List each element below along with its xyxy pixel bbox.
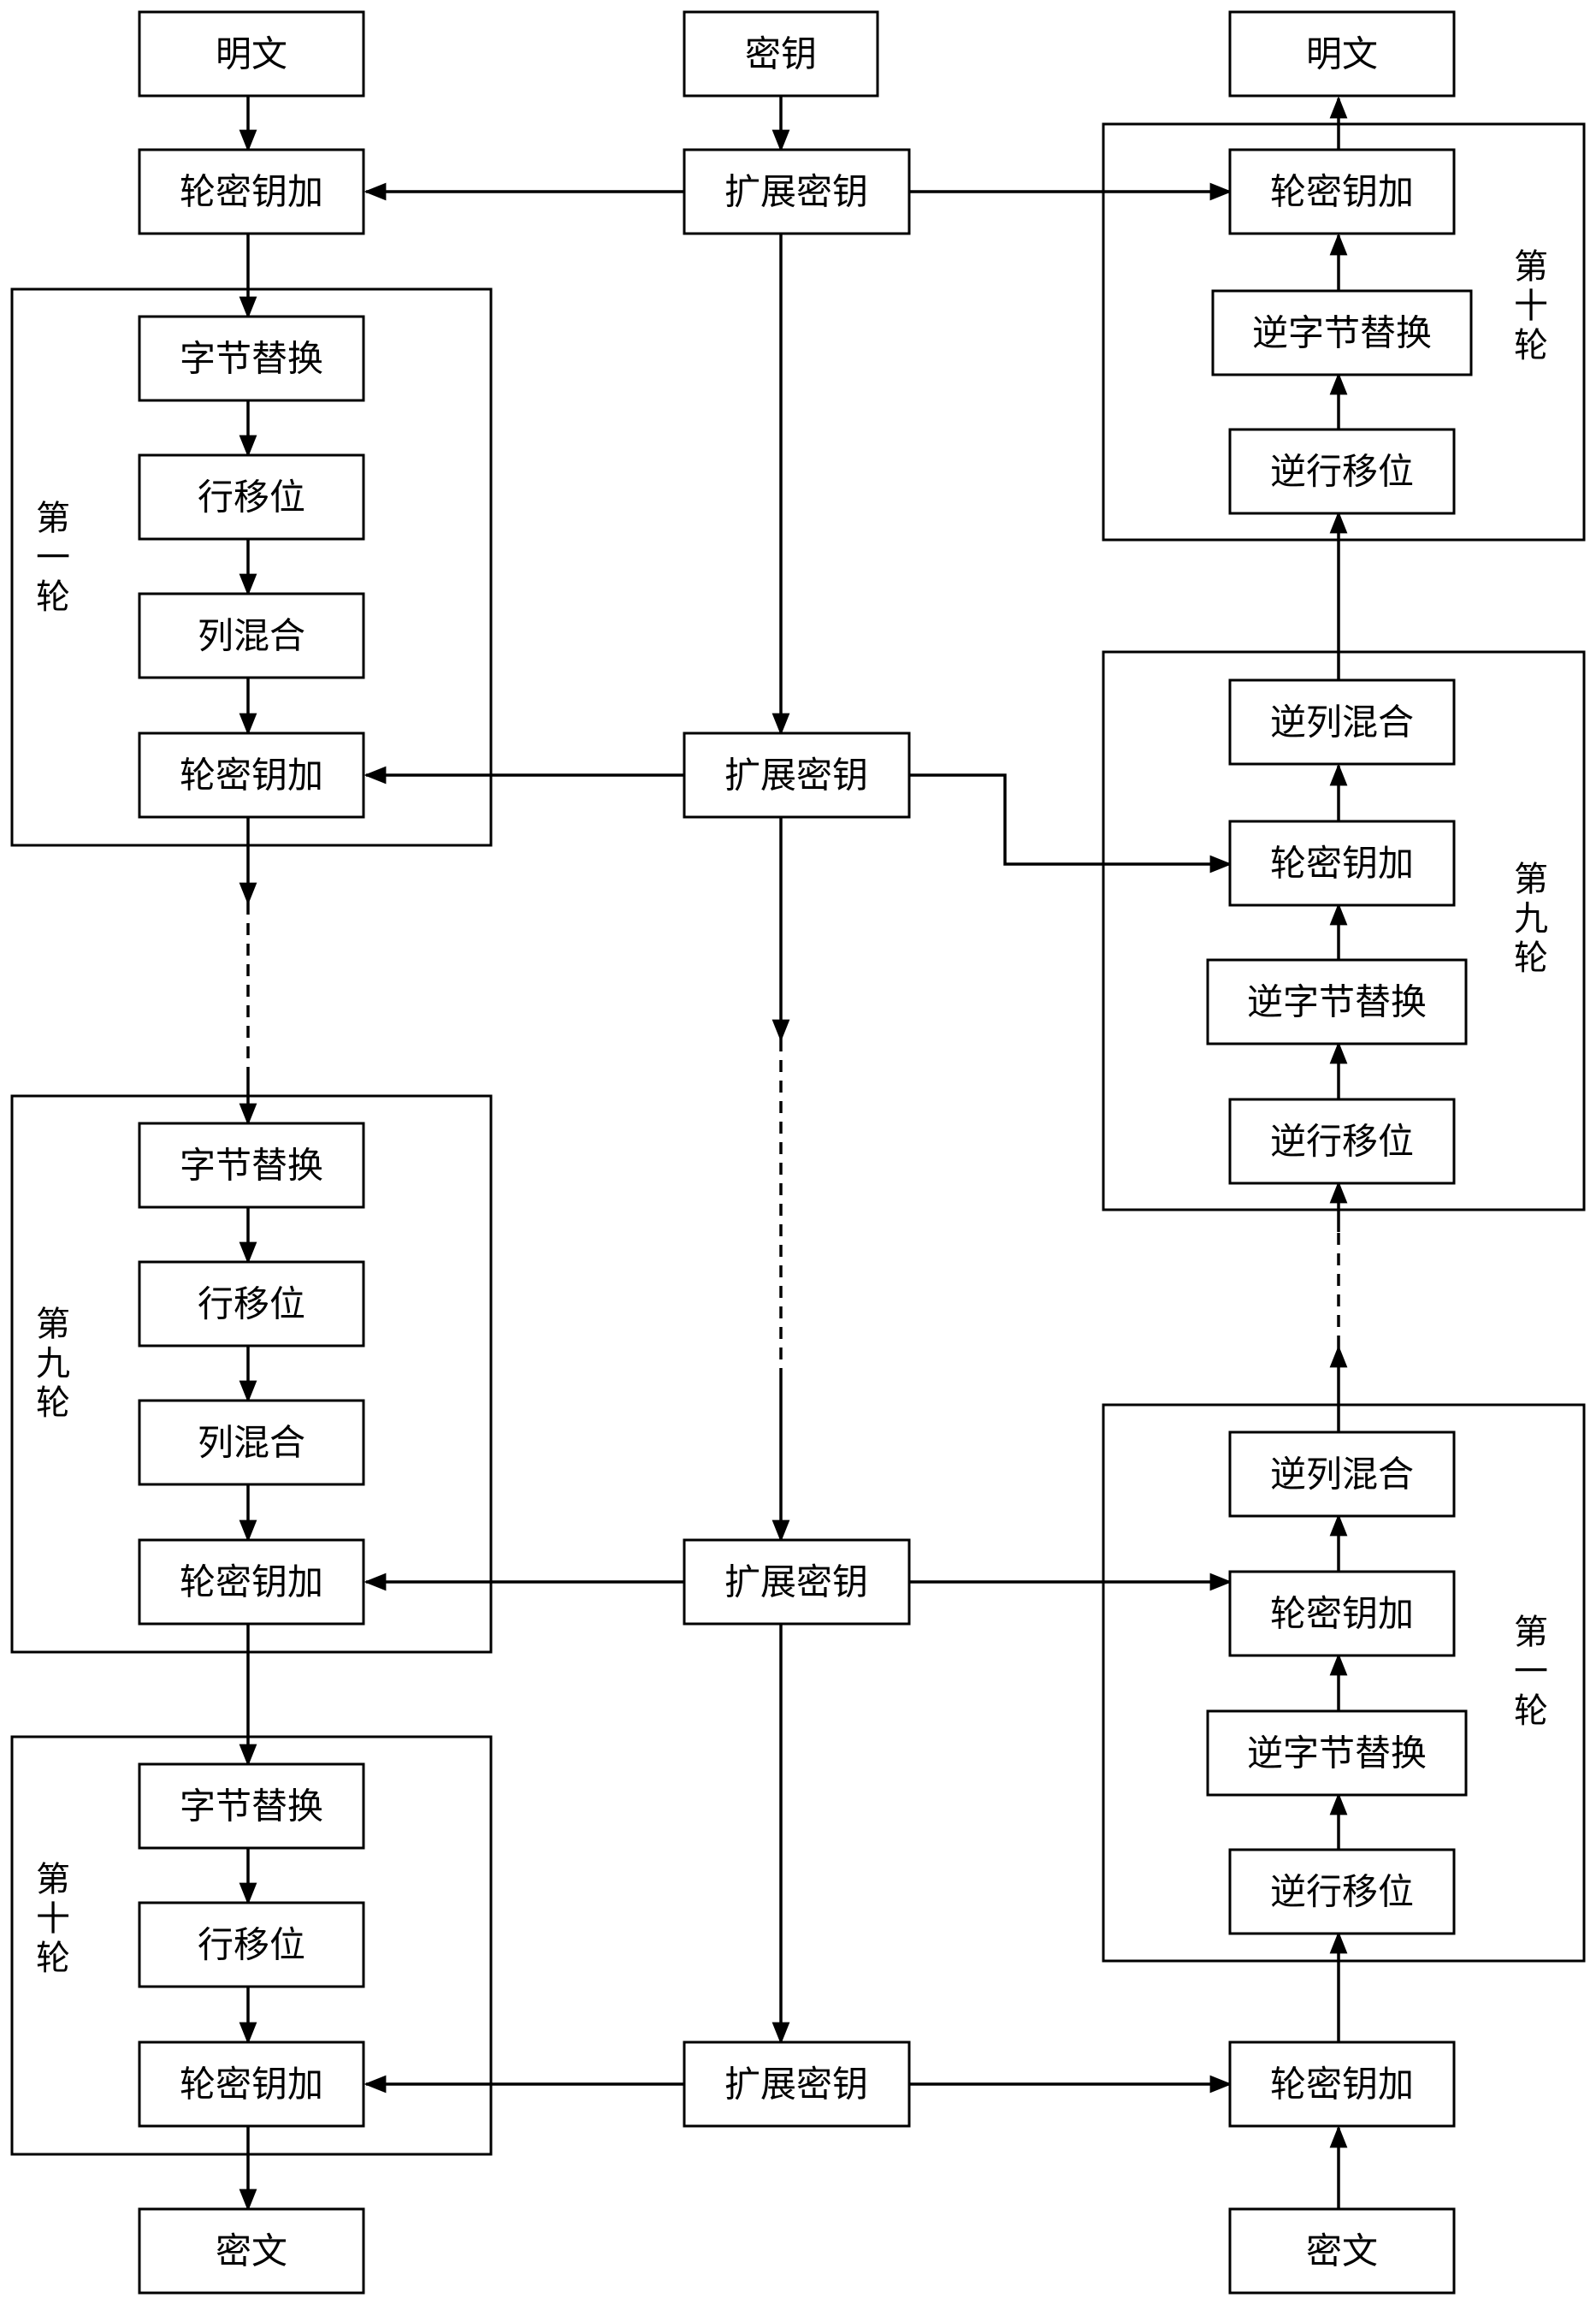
enc-round-10-char-1: 第 [36,1860,70,1899]
dec-round-9-char-2: 九 [1514,899,1548,939]
enc-r10-shiftrows-label: 行移位 [198,1924,305,1966]
enc-ciphertext-label: 密文 [216,2230,287,2272]
enc-round-9-char-3: 轮 [36,1383,70,1423]
dec-r9-invmixcolumns-box: 逆列混合 [1230,680,1454,764]
enc-initial-add-label: 轮密钥加 [180,171,323,213]
expanded-key-box-0: 扩展密钥 [684,150,909,234]
dec-r10-invshiftrows-label: 逆行移位 [1270,451,1414,493]
enc-r9-subbytes-label: 字节替换 [180,1145,323,1187]
dec-r10-addkey-box: 轮密钥加 [1230,150,1454,234]
dec-r9-invsubbytes-box: 逆字节替换 [1208,960,1466,1044]
key-box: 密钥 [684,12,878,96]
dec-plaintext-label: 明文 [1306,33,1378,75]
expanded-key-label-0: 扩展密钥 [724,171,868,213]
enc-r9-mixcolumns-box: 列混合 [139,1401,364,1484]
enc-r9-subbytes-box: 字节替换 [139,1123,364,1207]
expanded-key-label-10: 扩展密钥 [724,2064,868,2106]
dec-round-1-label: 第 一 轮 [1514,1613,1548,1731]
enc-r9-addkey-label: 轮密钥加 [180,1561,323,1603]
enc-r1-shiftrows-box: 行移位 [139,455,364,539]
enc-round-1-char-2: 一 [36,538,70,577]
enc-r1-subbytes-box: 字节替换 [139,317,364,400]
enc-round-1-char-1: 第 [36,499,70,538]
dec-r1-invsubbytes-label: 逆字节替换 [1247,1732,1427,1774]
enc-r1-subbytes-label: 字节替换 [180,338,323,380]
dec-r9-invmixcolumns-label: 逆列混合 [1270,702,1414,743]
enc-r9-shiftrows-label: 行移位 [198,1283,305,1325]
dec-r1-invsubbytes-box: 逆字节替换 [1208,1711,1466,1795]
enc-r1-shiftrows-label: 行移位 [198,477,305,518]
dec-r1-invshiftrows-box: 逆行移位 [1230,1850,1454,1934]
enc-plaintext-label: 明文 [216,33,287,75]
enc-r9-mixcolumns-label: 列混合 [198,1422,305,1464]
dec-round-10-char-1: 第 [1514,247,1548,287]
dec-ciphertext-box: 密文 [1230,2209,1454,2293]
enc-round-9-label: 第 九 轮 [36,1305,70,1423]
enc-r9-shiftrows-box: 行移位 [139,1262,364,1346]
enc-r1-mixcolumns-box: 列混合 [139,594,364,678]
expanded-key-box-10: 扩展密钥 [684,2042,909,2126]
dec-r9-invshiftrows-box: 逆行移位 [1230,1099,1454,1183]
dec-r10-invsubbytes-box: 逆字节替换 [1213,291,1471,375]
dec-r1-invshiftrows-label: 逆行移位 [1270,1871,1414,1913]
enc-round-10-char-3: 轮 [36,1939,70,1978]
enc-r9-addkey-box: 轮密钥加 [139,1540,364,1624]
enc-r1-addkey-label: 轮密钥加 [180,755,323,797]
dec-initial-add-box: 轮密钥加 [1230,2042,1454,2126]
enc-round-9-char-1: 第 [36,1305,70,1344]
dec-round-9-char-1: 第 [1514,860,1548,899]
enc-r10-addkey-label: 轮密钥加 [180,2064,323,2106]
enc-r10-subbytes-box: 字节替换 [139,1764,364,1848]
dec-r1-addkey-label: 轮密钥加 [1270,1593,1414,1635]
expanded-key-label-9: 扩展密钥 [724,1561,868,1603]
dec-round-1-char-2: 一 [1514,1652,1548,1691]
enc-ciphertext-box: 密文 [139,2209,364,2293]
enc-round-10-char-2: 十 [36,1899,70,1939]
enc-r10-shiftrows-box: 行移位 [139,1903,364,1987]
expanded-key-label-1: 扩展密钥 [724,755,868,797]
key-label: 密钥 [745,33,817,75]
enc-r10-addkey-box: 轮密钥加 [139,2042,364,2126]
dec-r9-addkey-label: 轮密钥加 [1270,843,1414,885]
dec-r10-invsubbytes-label: 逆字节替换 [1252,312,1432,354]
enc-plaintext-box: 明文 [139,12,364,96]
enc-initial-add-box: 轮密钥加 [139,150,364,234]
dec-round-1-char-3: 轮 [1514,1691,1548,1731]
dec-round-10-label: 第 十 轮 [1514,247,1548,365]
dec-r1-invmixcolumns-box: 逆列混合 [1230,1432,1454,1516]
dec-plaintext-box: 明文 [1230,12,1454,96]
enc-round-10-label: 第 十 轮 [36,1860,70,1978]
dec-r1-invmixcolumns-label: 逆列混合 [1270,1454,1414,1496]
dec-round-1-char-1: 第 [1514,1613,1548,1652]
enc-r1-mixcolumns-label: 列混合 [198,615,305,657]
dec-ciphertext-label: 密文 [1306,2230,1378,2272]
expanded-key-box-9: 扩展密钥 [684,1540,909,1624]
dec-r9-addkey-box: 轮密钥加 [1230,821,1454,905]
enc-round-1-label: 第 一 轮 [36,499,70,617]
dec-initial-add-label: 轮密钥加 [1270,2064,1414,2106]
dec-round-9-char-3: 轮 [1514,939,1548,978]
dec-round-10-char-2: 十 [1514,287,1548,326]
enc-round-9-char-2: 九 [36,1344,70,1383]
dec-r9-invsubbytes-label: 逆字节替换 [1247,981,1427,1023]
dec-r1-addkey-box: 轮密钥加 [1230,1572,1454,1655]
dec-r9-invshiftrows-label: 逆行移位 [1270,1121,1414,1163]
enc-round-1-char-3: 轮 [36,577,70,617]
enc-r1-addkey-box: 轮密钥加 [139,733,364,817]
dec-round-9-label: 第 九 轮 [1514,860,1548,978]
expanded-key-box-1: 扩展密钥 [684,733,909,817]
dec-round-10-char-3: 轮 [1514,326,1548,365]
dec-r10-invshiftrows-box: 逆行移位 [1230,429,1454,513]
enc-r10-subbytes-label: 字节替换 [180,1786,323,1827]
arrow-expand1-right [909,775,1230,864]
dec-r10-addkey-label: 轮密钥加 [1270,171,1414,213]
